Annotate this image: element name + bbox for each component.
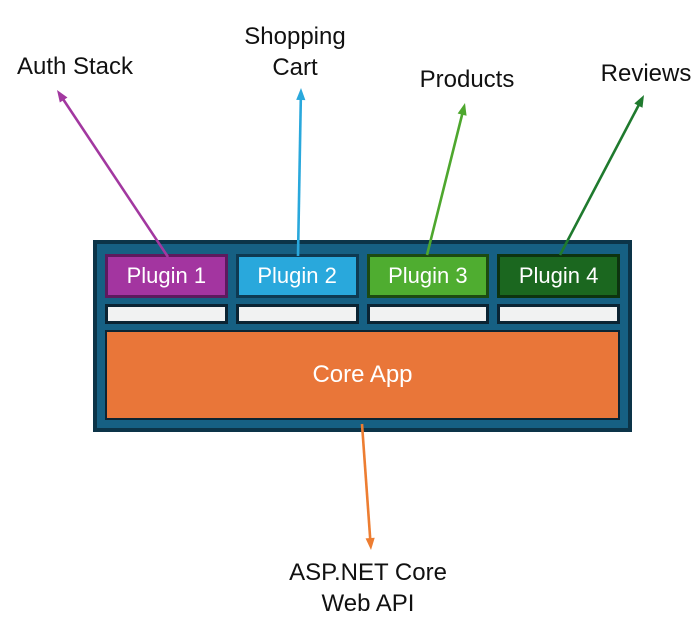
arrow-reviews <box>558 95 644 256</box>
plugin-box-2: Plugin 2 <box>235 254 359 298</box>
arrow-web-api <box>360 423 375 550</box>
core-app-label: Core App <box>312 361 413 388</box>
plugin-slot-1 <box>105 304 228 324</box>
arrow-auth-stack <box>57 90 170 258</box>
plugin-box-3: Plugin 3 <box>366 254 490 298</box>
label-auth-stack: Auth Stack <box>16 53 134 80</box>
plugin-box-4: Plugin 4 <box>497 254 620 298</box>
plugin-slot-3 <box>366 304 490 324</box>
plugin-slot-2 <box>235 304 359 324</box>
label-web-api: ASP.NET Core Web API <box>289 559 447 617</box>
label-reviews: Reviews <box>600 60 692 87</box>
plugin-box-1: Plugin 1 <box>105 254 228 298</box>
arrow-shopping-cart <box>296 88 306 257</box>
plugin-slot-4 <box>497 304 620 324</box>
label-shopping-cart: Shopping Cart <box>244 23 346 81</box>
plugin-slot-row <box>105 304 620 324</box>
label-products: Products <box>419 66 515 93</box>
arrow-products <box>425 103 467 256</box>
core-app-box: Core App <box>105 330 620 420</box>
